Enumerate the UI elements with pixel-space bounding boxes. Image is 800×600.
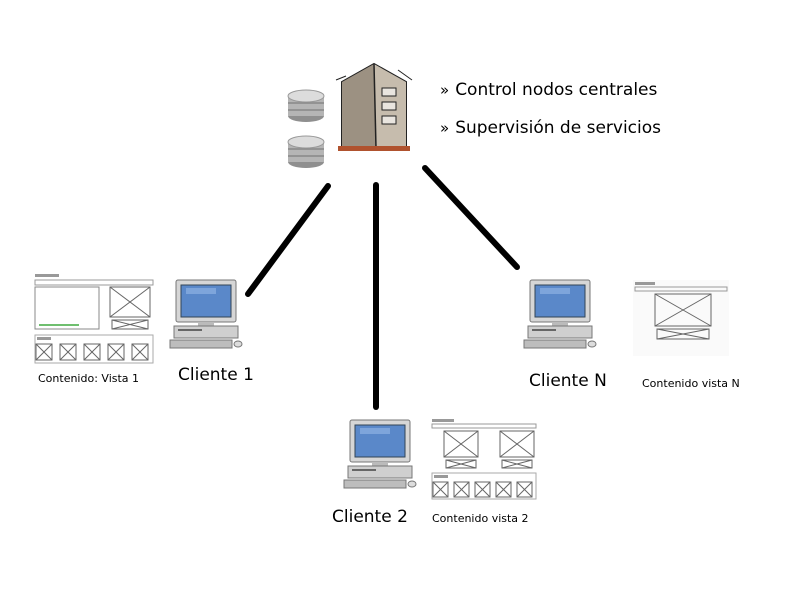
bullet-control: »Control nodos centrales [440,80,658,100]
client-n-label: Cliente N [529,371,607,391]
computer-icon-client-2 [343,419,417,489]
content-label-vista-1: Contenido: Vista 1 [38,372,140,385]
database-icon [287,89,325,168]
link-client-1 [245,183,331,297]
server-building-icon [335,62,413,151]
computer-icon-client-1 [169,279,243,349]
wireframe-thumbnail-vista-1 [32,272,156,364]
content-label-vista-2: Contenido vista 2 [432,512,529,525]
wireframe-thumbnail-vista-n [633,280,729,356]
client-2-label: Cliente 2 [332,507,408,527]
client-1-label: Cliente 1 [178,365,254,385]
content-label-vista-n: Contenido vista N [642,377,740,390]
wireframe-thumbnail-vista-2 [430,418,538,500]
computer-icon-client-n [523,279,597,349]
link-client-n [422,165,520,270]
bullet-supervision: »Supervisión de servicios [440,118,662,138]
